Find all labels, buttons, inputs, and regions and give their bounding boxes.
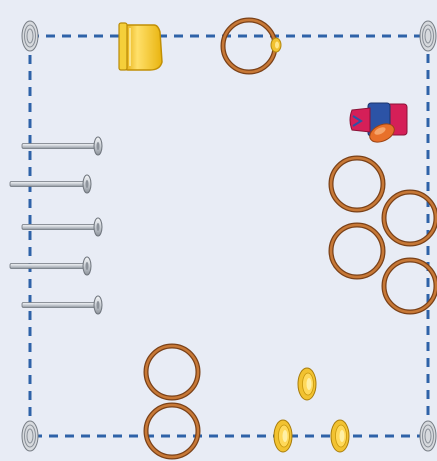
anchor-top-left[interactable] xyxy=(21,20,39,52)
peg-icon xyxy=(9,256,92,276)
ring-icon xyxy=(328,155,386,213)
bucket[interactable] xyxy=(118,22,163,71)
ring-icon xyxy=(381,257,437,315)
ring-icon xyxy=(328,222,386,280)
peg-2[interactable] xyxy=(9,174,92,194)
anchor-top-right[interactable] xyxy=(419,20,437,52)
bucket-icon xyxy=(118,22,163,71)
ring-right-3[interactable] xyxy=(328,222,386,280)
bolt-icon xyxy=(419,420,437,452)
peg-5[interactable] xyxy=(21,295,103,315)
peg-icon xyxy=(21,136,103,156)
peg-4[interactable] xyxy=(9,256,92,276)
cone-1[interactable] xyxy=(297,367,317,401)
ring-icon xyxy=(381,189,437,247)
ring-icon xyxy=(220,17,278,75)
shuttle-icon xyxy=(349,102,408,143)
field-boundary xyxy=(28,34,430,438)
ring-right-2[interactable] xyxy=(381,189,437,247)
peg-3[interactable] xyxy=(21,217,103,237)
cone-2[interactable] xyxy=(273,419,293,453)
peg-icon xyxy=(21,217,103,237)
ring-icon xyxy=(143,343,201,401)
ring-icon xyxy=(143,402,201,460)
anchor-bottom-left[interactable] xyxy=(21,420,39,452)
cone-icon xyxy=(297,367,317,401)
peg-icon xyxy=(9,174,92,194)
ring-bottom-1[interactable] xyxy=(143,343,201,401)
ring-bottom-2[interactable] xyxy=(143,402,201,460)
ring-with-cone[interactable] xyxy=(220,17,282,75)
bolt-icon xyxy=(21,20,39,52)
cone-icon xyxy=(273,419,293,453)
cone-3[interactable] xyxy=(330,419,350,453)
cone-icon xyxy=(330,419,350,453)
bolt-icon xyxy=(419,20,437,52)
cone-icon xyxy=(270,37,282,53)
peg-icon xyxy=(21,295,103,315)
shuttle[interactable] xyxy=(349,102,408,146)
anchor-bottom-right[interactable] xyxy=(419,420,437,452)
bolt-icon xyxy=(21,420,39,452)
ring-right-1[interactable] xyxy=(328,155,386,213)
peg-1[interactable] xyxy=(21,136,103,156)
ring-right-4[interactable] xyxy=(381,257,437,315)
